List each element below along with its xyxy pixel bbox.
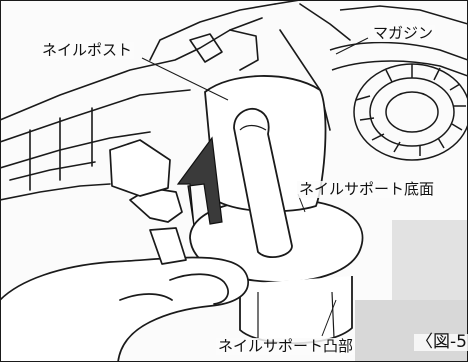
nail-support-boss-label: ネイルサポート凸部 (216, 337, 356, 355)
nail-support-base-label: ネイルサポート底面 (297, 180, 437, 198)
nail-post-label: ネイルポスト (40, 41, 135, 59)
page-shade-bottom (355, 300, 468, 362)
leader-lines (141, 37, 369, 337)
nail-post (233, 107, 293, 259)
figure-reference-label: 〈図-5 (414, 332, 468, 352)
hand-fingers (0, 139, 249, 362)
magazine-coil (329, 5, 468, 161)
up-arrow-icon (176, 136, 223, 227)
magazine-label: マガジン (371, 24, 436, 42)
